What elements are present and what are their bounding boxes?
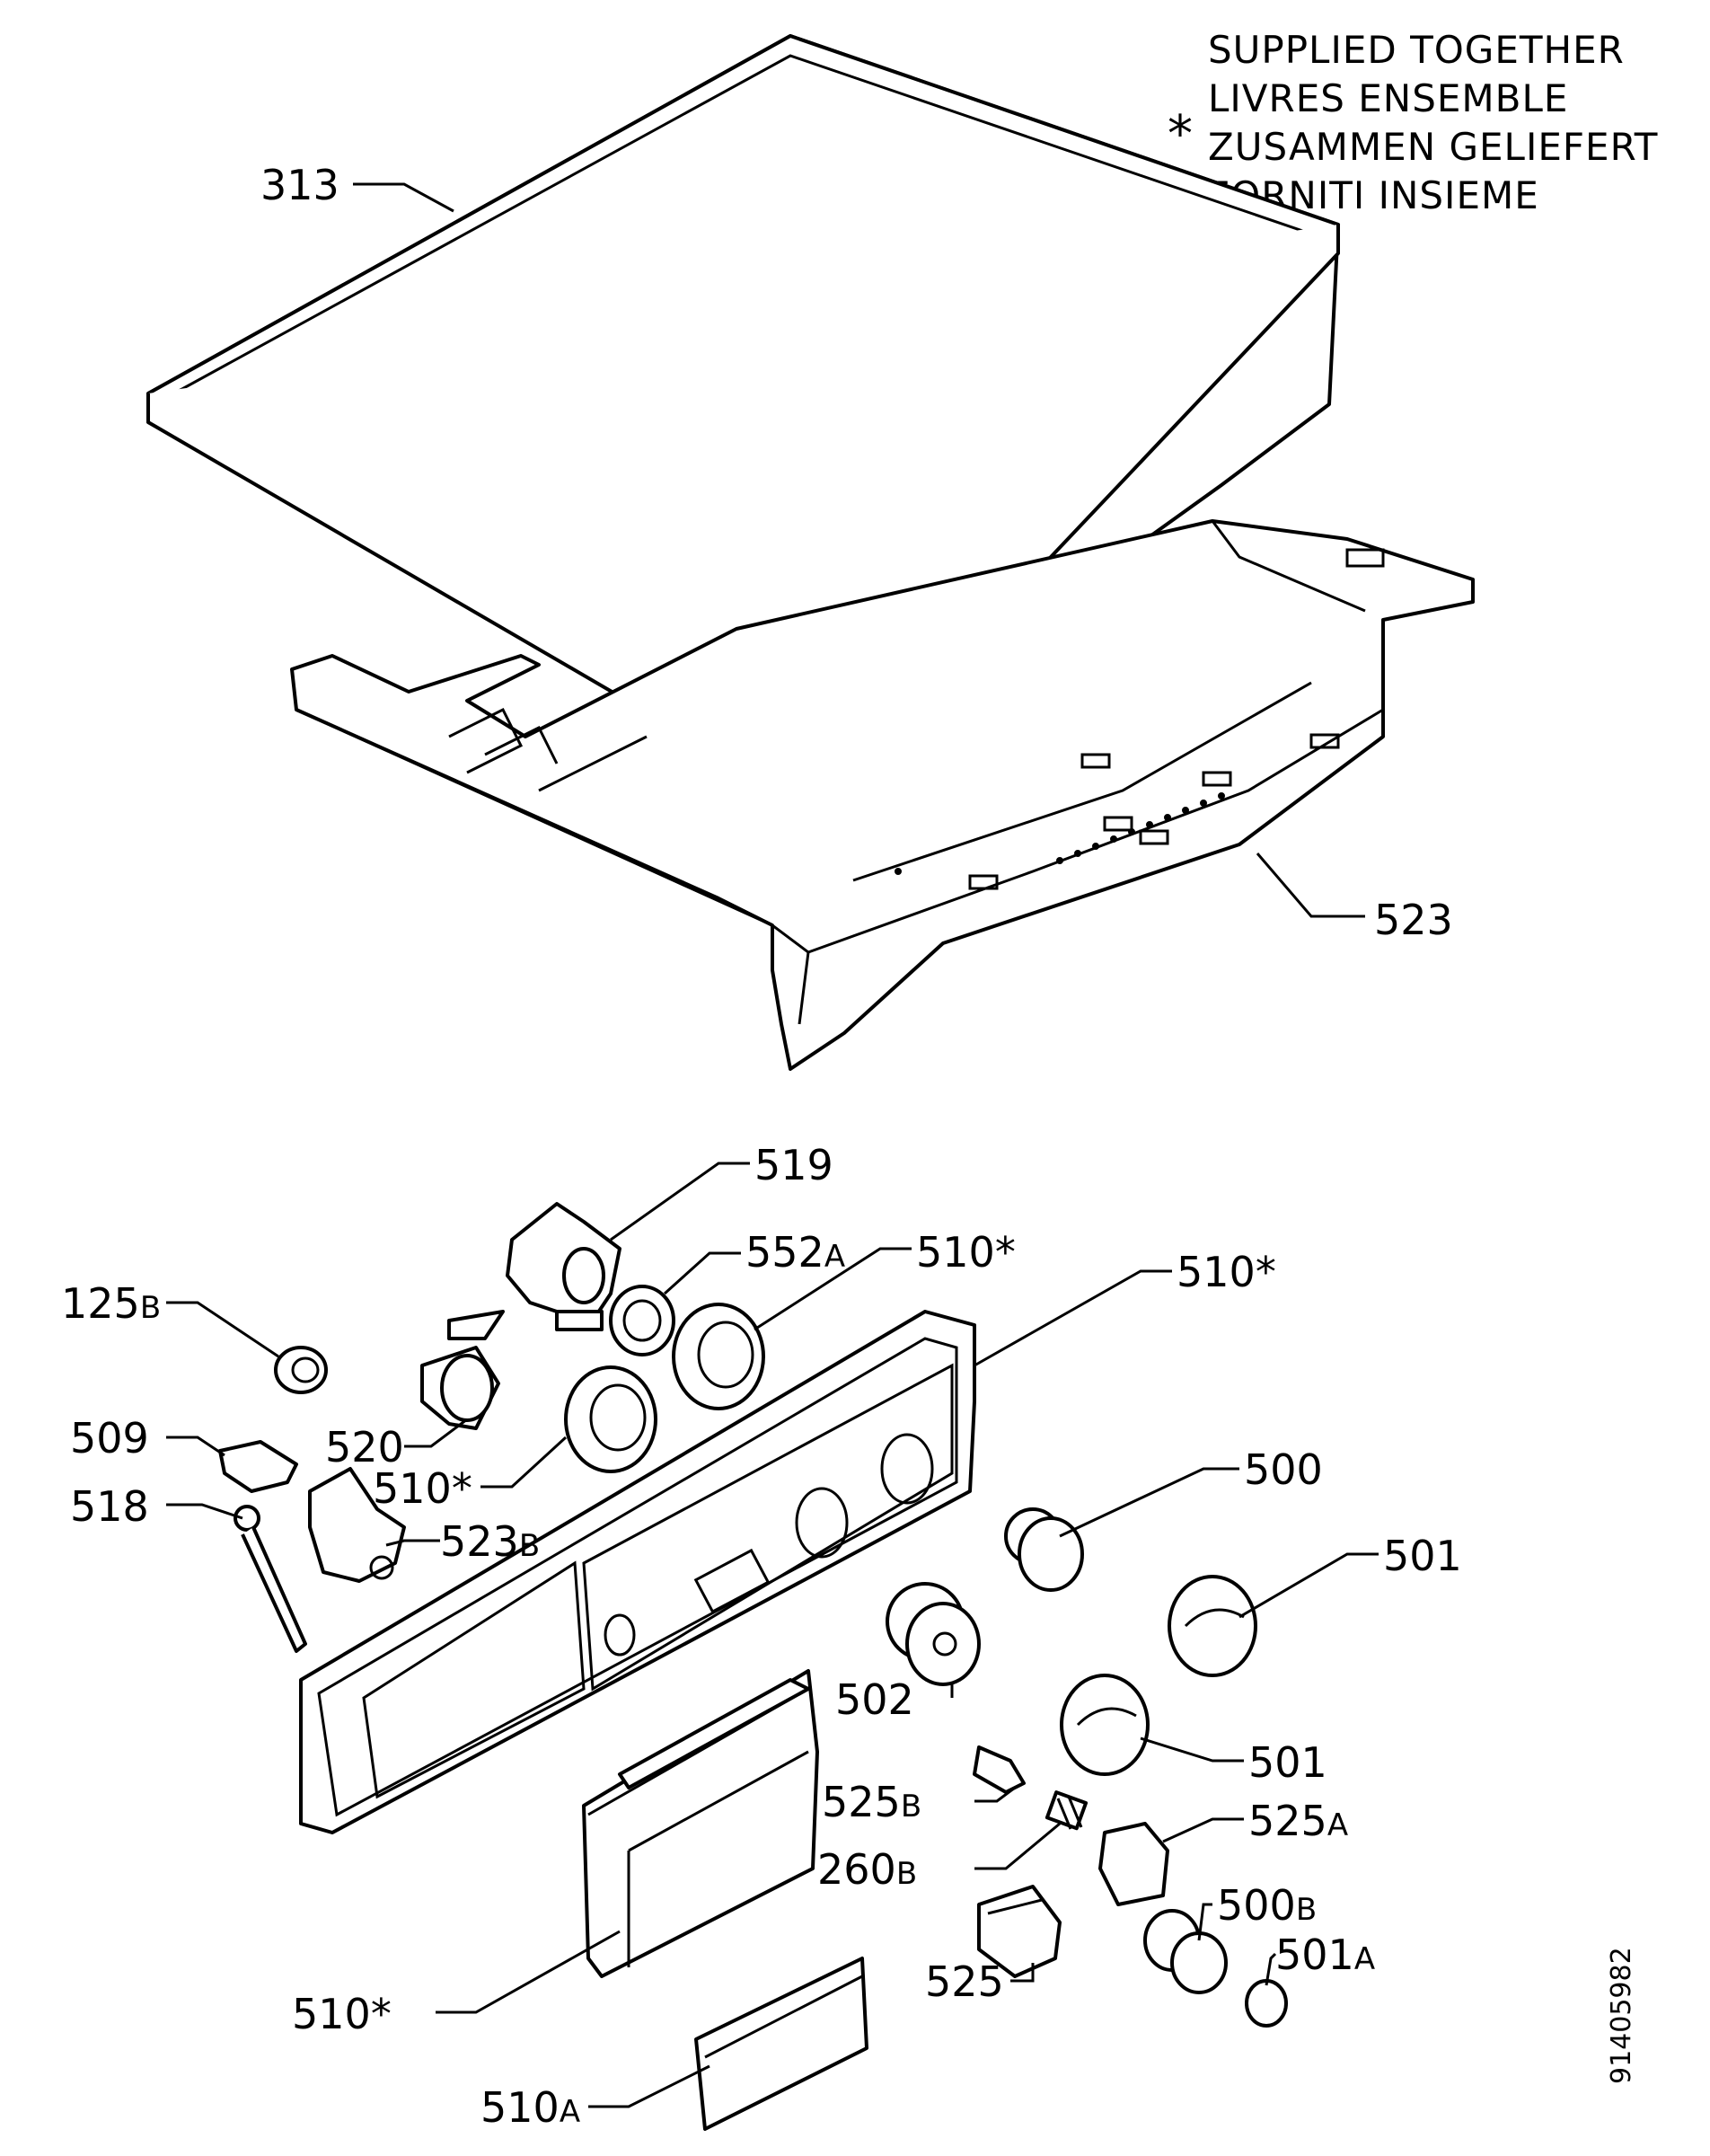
switch-502 [886,1582,981,1686]
note-marker: * [1168,105,1193,163]
push-button-525 [977,1885,1062,1978]
callout-518: 518 [70,1482,149,1531]
callout-509: 509 [70,1414,149,1462]
callout-labels: 313 523 519 552A 510* 510* 125B 520 509 … [61,161,1462,2132]
frame-holes [895,792,1225,875]
label-strip-part [694,1957,868,2131]
bearing-552a [609,1285,675,1356]
knob-501-upper [1168,1575,1257,1677]
callout-525: 525 [925,1957,1004,2006]
callout-525b: 525B [822,1778,921,1826]
dispenser-drawer-part [582,1669,819,1978]
callout-500b: 500B [1217,1881,1317,1930]
program-selector-519 [506,1202,621,1331]
callout-510a: 510A [480,2083,580,2132]
bushing-125b [274,1346,328,1394]
callout-501a: 501A [1275,1931,1375,1979]
latch-509 [218,1440,298,1493]
callout-519: 519 [754,1141,833,1189]
control-panel-part [299,1310,976,1834]
callout-502: 502 [835,1675,914,1724]
callout-510-star-2: 510* [1177,1248,1276,1296]
lock-523b [308,1467,406,1583]
callout-510-star-3: 510* [373,1464,472,1513]
callout-501-upper: 501 [1383,1532,1462,1580]
callout-125b: 125B [61,1279,161,1328]
leader-lines [166,182,1379,2108]
callout-313: 313 [260,161,339,209]
cap-500b [1143,1909,1228,1994]
callout-500: 500 [1244,1445,1323,1494]
callout-523b: 523B [440,1517,540,1566]
knob-510-lower [564,1365,657,1473]
callout-501-lower: 501 [1248,1738,1327,1787]
spring-260b [1045,1790,1089,1831]
rod-518 [234,1505,307,1653]
frame-part [290,519,1475,1071]
callout-260b: 260B [817,1845,917,1894]
pin-525b [973,1745,1026,1794]
button-525a [1098,1822,1169,1906]
lens-501a [1245,1979,1288,2028]
callout-510-star-4: 510* [292,1990,392,2038]
note-line-fr: LIVRES ENSEMBLE [1208,76,1568,120]
switch-500 [1004,1507,1084,1592]
callout-523: 523 [1374,896,1453,944]
document-number: 91405982 [1606,1947,1637,2084]
cam-520 [420,1310,505,1430]
callout-510-star-1: 510* [916,1228,1016,1277]
knob-510-upper [672,1303,765,1410]
callout-520: 520 [325,1423,404,1471]
callout-552a: 552A [745,1228,845,1277]
knob-501-lower [1060,1674,1150,1776]
callout-525a: 525A [1248,1797,1348,1845]
note-line-en: SUPPLIED TOGETHER [1208,28,1625,72]
note-line-de: ZUSAMMEN GELIEFERT [1208,125,1658,169]
supplied-together-note: * SUPPLIED TOGETHER LIVRES ENSEMBLE ZUSA… [1168,28,1658,217]
